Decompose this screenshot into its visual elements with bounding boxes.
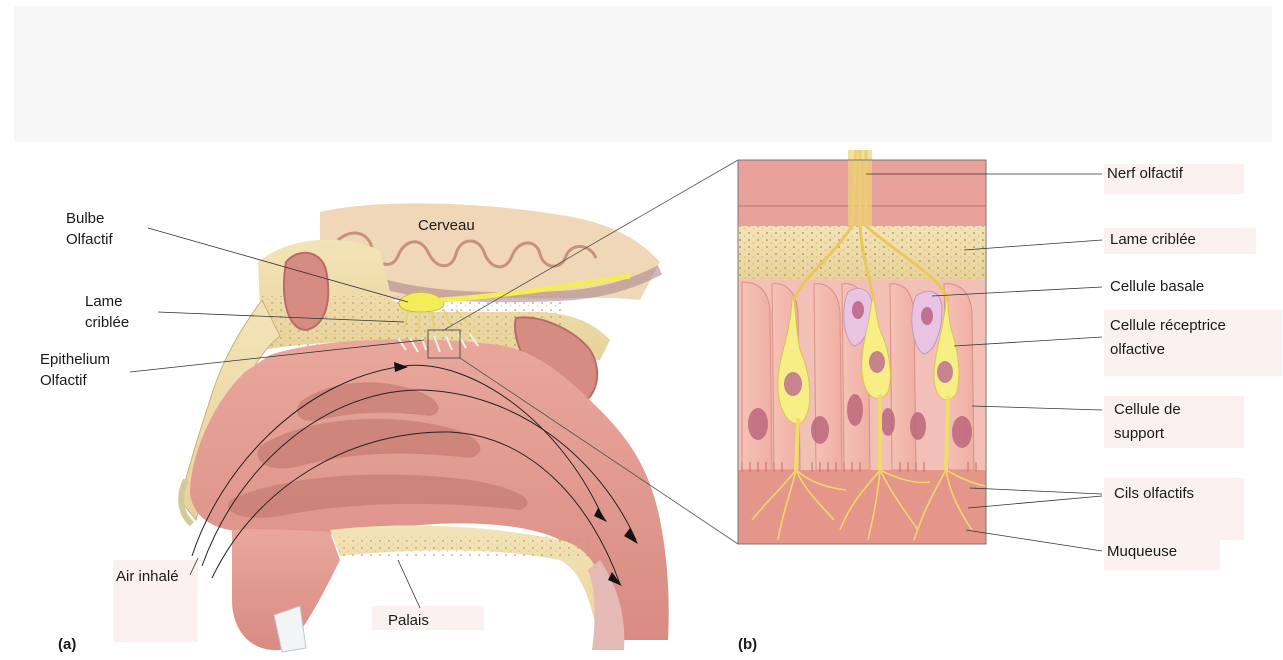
label-lame-line1: Lame: [85, 292, 123, 312]
label-epithelium-line1: Epithelium: [40, 350, 110, 370]
label-receptrice-line2: olfactive: [1110, 340, 1165, 360]
label-lame-line2: criblée: [85, 313, 129, 333]
label-support-line2: support: [1114, 424, 1164, 444]
label-epithelium-line2: Olfactif: [40, 371, 87, 391]
label-cellule-basale: Cellule basale: [1110, 277, 1204, 297]
label-receptrice-line1: Cellule réceptrice: [1110, 316, 1226, 336]
panel-b-letter: (b): [738, 636, 757, 653]
panel-a-letter: (a): [58, 636, 76, 653]
label-nerf-olfactif: Nerf olfactif: [1107, 164, 1183, 184]
label-lame-criblee: Lame criblée: [1110, 230, 1196, 250]
label-palais: Palais: [388, 611, 429, 631]
label-muqueuse: Muqueuse: [1107, 542, 1177, 562]
label-cils-olfactifs: Cils olfactifs: [1114, 484, 1194, 504]
label-bulbe-line2: Olfactif: [66, 230, 113, 250]
panel-b-drawing: [738, 150, 1102, 551]
label-support-line1: Cellule de: [1114, 400, 1181, 420]
label-bulbe-line1: Bulbe: [66, 209, 104, 229]
label-cerveau: Cerveau: [418, 216, 475, 236]
label-air-inhale: Air inhalé: [116, 567, 179, 587]
